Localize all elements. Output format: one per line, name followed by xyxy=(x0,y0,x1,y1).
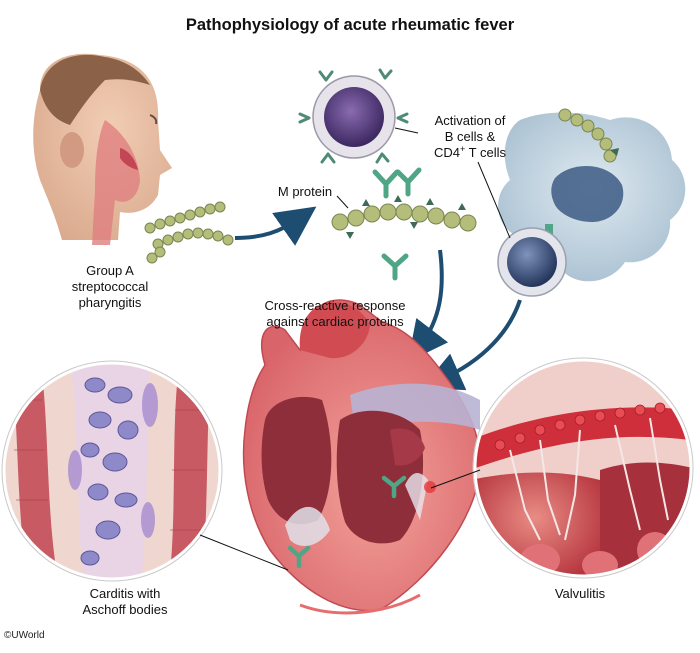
t-cell-icon xyxy=(497,224,567,297)
head-illustration xyxy=(33,53,172,245)
label-cross-reactive: Cross-reactive response against cardiac … xyxy=(264,298,406,329)
label-m-protein: M protein xyxy=(277,184,333,199)
page-title: Pathophysiology of acute rheumatic fever xyxy=(185,16,515,34)
label-carditis: Carditis with Aschoff bodies xyxy=(82,586,168,617)
m-protein-chain-icon xyxy=(331,195,477,239)
valve-magnified-icon xyxy=(472,357,694,579)
label-activation: Activation of B cells & CD4+ T cells xyxy=(434,113,506,160)
label-group-a-pharyngitis: Group A streptococcal pharyngitis xyxy=(71,263,149,310)
streptococcus-chain-icon xyxy=(144,201,234,264)
antibody-icon xyxy=(287,475,407,569)
antibody-icon xyxy=(372,167,422,281)
copyright: ©UWorld xyxy=(4,630,45,641)
label-valvulitis: Valvulitis xyxy=(554,586,606,601)
b-cell-icon xyxy=(298,68,409,164)
heart-illustration xyxy=(242,299,481,615)
myocardium-magnified-icon xyxy=(1,360,223,582)
